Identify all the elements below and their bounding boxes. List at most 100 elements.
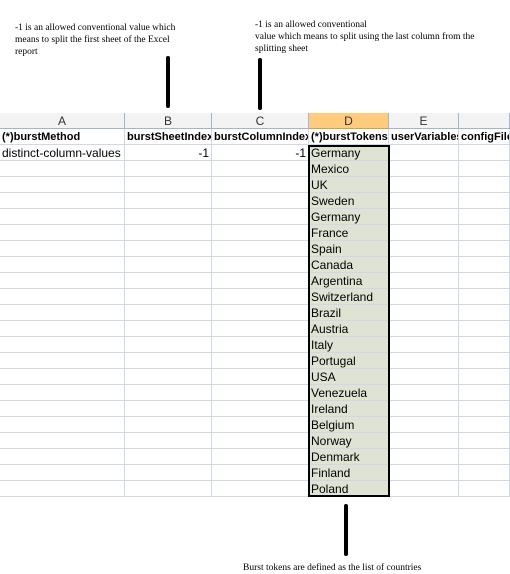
cell-burst-sheet-index[interactable] — [125, 193, 212, 209]
cell-burst-method[interactable] — [0, 289, 125, 305]
cell-burst-method[interactable] — [0, 209, 125, 225]
cell-burst-column-index[interactable] — [212, 241, 309, 257]
cell-burst-method[interactable] — [0, 273, 125, 289]
cell-burst-sheet-index[interactable] — [125, 305, 212, 321]
cell-burst-token[interactable]: Italy — [309, 337, 389, 353]
header-user-variables[interactable]: userVariables — [389, 129, 459, 145]
column-header-a[interactable]: A — [0, 113, 125, 129]
cell-burst-column-index[interactable] — [212, 433, 309, 449]
cell-burst-method[interactable] — [0, 433, 125, 449]
cell-burst-sheet-index[interactable] — [125, 257, 212, 273]
cell-user-variables[interactable] — [389, 385, 459, 401]
header-burst-method[interactable]: (*)burstMethod — [0, 129, 125, 145]
cell-user-variables[interactable] — [389, 177, 459, 193]
cell-burst-method[interactable] — [0, 225, 125, 241]
cell-burst-column-index[interactable] — [212, 369, 309, 385]
cell-burst-column-index[interactable] — [212, 481, 309, 497]
cell-config-file[interactable] — [459, 273, 510, 289]
cell-config-file[interactable] — [459, 145, 510, 161]
cell-config-file[interactable] — [459, 353, 510, 369]
cell-user-variables[interactable] — [389, 161, 459, 177]
cell-config-file[interactable] — [459, 481, 510, 497]
cell-config-file[interactable] — [459, 417, 510, 433]
cell-config-file[interactable] — [459, 177, 510, 193]
cell-config-file[interactable] — [459, 161, 510, 177]
cell-user-variables[interactable] — [389, 449, 459, 465]
cell-burst-column-index[interactable] — [212, 465, 309, 481]
cell-burst-method[interactable] — [0, 481, 125, 497]
cell-burst-method[interactable] — [0, 241, 125, 257]
cell-burst-method[interactable] — [0, 353, 125, 369]
cell-config-file[interactable] — [459, 401, 510, 417]
column-header-d[interactable]: D — [309, 113, 389, 129]
cell-burst-token[interactable]: Spain — [309, 241, 389, 257]
cell-burst-column-index[interactable] — [212, 321, 309, 337]
cell-burst-token[interactable]: Argentina — [309, 273, 389, 289]
cell-user-variables[interactable] — [389, 417, 459, 433]
cell-burst-sheet-index[interactable]: -1 — [125, 145, 212, 161]
cell-burst-token[interactable]: France — [309, 225, 389, 241]
cell-user-variables[interactable] — [389, 481, 459, 497]
column-header-f[interactable] — [459, 113, 510, 129]
cell-burst-token[interactable]: USA — [309, 369, 389, 385]
cell-user-variables[interactable] — [389, 145, 459, 161]
cell-config-file[interactable] — [459, 225, 510, 241]
cell-burst-sheet-index[interactable] — [125, 433, 212, 449]
column-header-c[interactable]: C — [212, 113, 309, 129]
cell-burst-sheet-index[interactable] — [125, 177, 212, 193]
cell-config-file[interactable] — [459, 433, 510, 449]
cell-user-variables[interactable] — [389, 225, 459, 241]
cell-burst-token[interactable]: Finland — [309, 465, 389, 481]
cell-config-file[interactable] — [459, 305, 510, 321]
cell-config-file[interactable] — [459, 449, 510, 465]
cell-burst-sheet-index[interactable] — [125, 353, 212, 369]
cell-burst-sheet-index[interactable] — [125, 369, 212, 385]
cell-burst-token[interactable]: Brazil — [309, 305, 389, 321]
cell-burst-token[interactable]: Sweden — [309, 193, 389, 209]
cell-burst-sheet-index[interactable] — [125, 481, 212, 497]
cell-burst-column-index[interactable] — [212, 417, 309, 433]
header-config-file[interactable]: configFile — [459, 129, 510, 145]
cell-burst-column-index[interactable] — [212, 273, 309, 289]
cell-burst-sheet-index[interactable] — [125, 465, 212, 481]
cell-burst-token[interactable]: Ireland — [309, 401, 389, 417]
cell-config-file[interactable] — [459, 209, 510, 225]
cell-burst-sheet-index[interactable] — [125, 209, 212, 225]
cell-burst-method[interactable] — [0, 465, 125, 481]
cell-burst-column-index[interactable] — [212, 337, 309, 353]
cell-burst-method[interactable] — [0, 177, 125, 193]
cell-burst-sheet-index[interactable] — [125, 241, 212, 257]
cell-user-variables[interactable] — [389, 353, 459, 369]
cell-burst-method[interactable] — [0, 257, 125, 273]
cell-burst-method[interactable] — [0, 193, 125, 209]
cell-config-file[interactable] — [459, 257, 510, 273]
cell-burst-token[interactable]: Germany — [309, 209, 389, 225]
cell-user-variables[interactable] — [389, 257, 459, 273]
cell-burst-column-index[interactable] — [212, 225, 309, 241]
cell-burst-method[interactable] — [0, 417, 125, 433]
column-header-e[interactable]: E — [389, 113, 459, 129]
cell-burst-column-index[interactable] — [212, 353, 309, 369]
cell-burst-column-index[interactable]: -1 — [212, 145, 309, 161]
cell-user-variables[interactable] — [389, 305, 459, 321]
cell-burst-method[interactable] — [0, 385, 125, 401]
cell-burst-sheet-index[interactable] — [125, 225, 212, 241]
cell-burst-token[interactable]: UK — [309, 177, 389, 193]
cell-burst-token[interactable]: Venezuela — [309, 385, 389, 401]
cell-user-variables[interactable] — [389, 241, 459, 257]
cell-burst-sheet-index[interactable] — [125, 417, 212, 433]
header-burst-tokens[interactable]: (*)burstTokens — [309, 129, 389, 145]
cell-user-variables[interactable] — [389, 433, 459, 449]
cell-burst-token[interactable]: Mexico — [309, 161, 389, 177]
cell-burst-method[interactable] — [0, 449, 125, 465]
cell-burst-sheet-index[interactable] — [125, 161, 212, 177]
cell-burst-method[interactable] — [0, 305, 125, 321]
cell-user-variables[interactable] — [389, 321, 459, 337]
cell-burst-column-index[interactable] — [212, 289, 309, 305]
cell-burst-sheet-index[interactable] — [125, 289, 212, 305]
cell-config-file[interactable] — [459, 241, 510, 257]
cell-burst-token[interactable]: Denmark — [309, 449, 389, 465]
cell-burst-token[interactable]: Switzerland — [309, 289, 389, 305]
cell-user-variables[interactable] — [389, 193, 459, 209]
cell-burst-method[interactable] — [0, 321, 125, 337]
